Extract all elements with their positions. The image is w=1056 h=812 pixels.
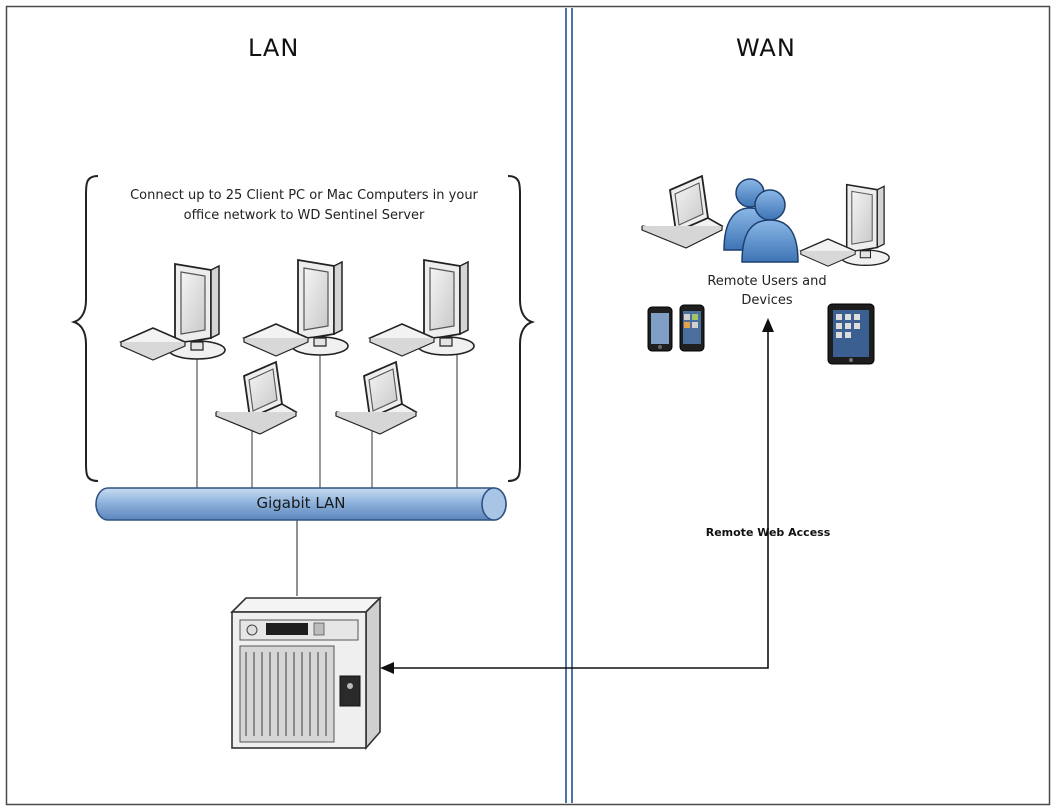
desktop-computer-icon: [800, 183, 890, 267]
client-group-brace-right: [507, 175, 536, 482]
lan-title: LAN: [248, 34, 300, 62]
desktop-computer-icon: [369, 259, 475, 357]
remote-web-access-connector: [392, 330, 769, 669]
laptop-icon: [335, 361, 417, 435]
arrowhead-left: [380, 662, 394, 674]
wan-title: WAN: [736, 34, 796, 62]
smartphone-icon: [647, 306, 673, 352]
wd-sentinel-server-icon: [230, 596, 382, 751]
laptop-icon: [215, 361, 297, 435]
client-group-brace-left: [70, 175, 99, 482]
tablet-icon: [827, 303, 875, 365]
remote-users-icon: [723, 178, 799, 263]
gigabit-lan-bus: [95, 487, 507, 521]
arrowhead-up: [762, 318, 774, 332]
laptop-icon: [641, 175, 723, 249]
client-drop-lines: [196, 346, 458, 490]
remote-web-access-label: Remote Web Access: [705, 526, 831, 539]
diagram-frame: [5, 5, 1051, 806]
smartphone-icon: [679, 304, 705, 352]
client-capacity-note: Connect up to 25 Client PC or Mac Comput…: [130, 188, 478, 223]
desktop-computer-icon: [120, 263, 226, 361]
server-vent-pattern: [245, 652, 327, 736]
remote-users-label: Remote Users and Devices: [707, 274, 827, 308]
desktop-computer-icon: [243, 259, 349, 357]
gigabit-lan-label: Gigabit LAN: [256, 494, 346, 512]
